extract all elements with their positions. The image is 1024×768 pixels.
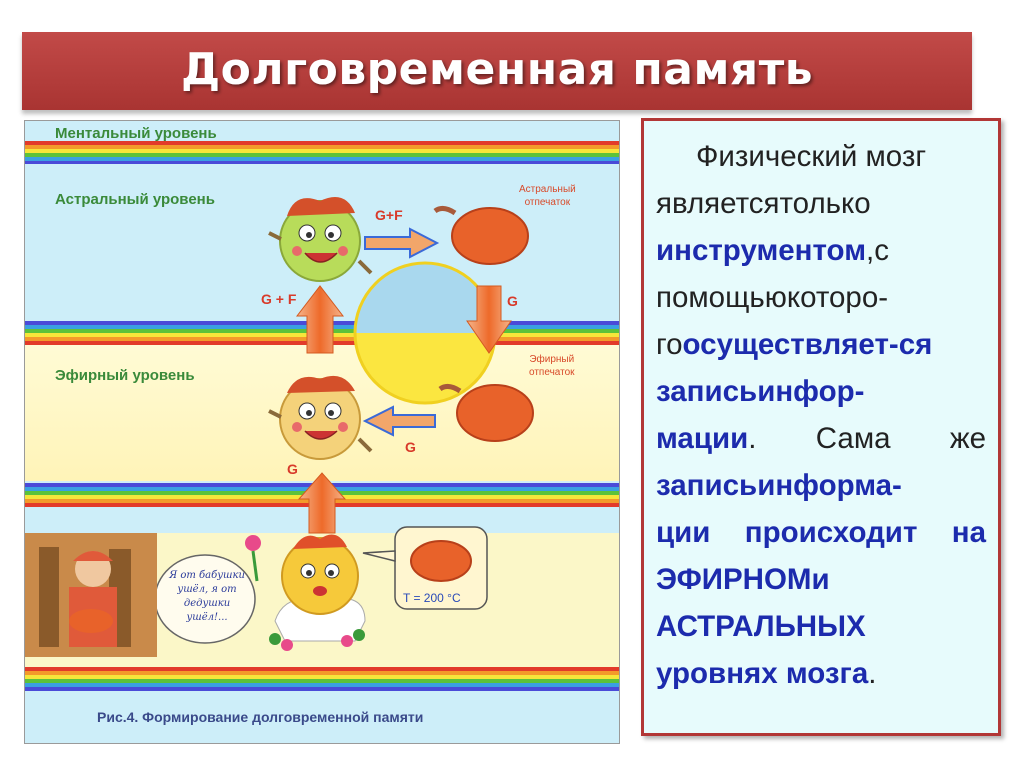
text-realizes: осуществляет-ся [682,328,933,361]
ether-imprint-line2: отпечаток [529,367,575,378]
text-p5a: го [656,328,683,361]
arrow-down-right [466,285,512,354]
text-panel: Физический мозг являетсятолько инструмен… [641,118,1001,736]
figure-drawing [25,121,619,743]
text-body: Физический мозг являетсятолько инструмен… [656,133,986,697]
grandmother-scene [25,533,157,657]
text-record: запись [656,375,758,408]
oven-bubble [362,526,488,610]
rainbow-band-mental [25,141,619,164]
text-line-12: уровнях мозга. [656,650,986,697]
label-ether-level: Эфирный уровень [55,367,195,384]
speech-line1: Я от бабушки [169,570,245,581]
label-g-left: G [287,461,298,477]
text-line-8: записьинформа- [656,462,986,509]
slide-title: Долговременная память [180,44,814,95]
ether-imprint-label: Эфирный отпечаток [529,353,575,379]
arrow-right-astral [364,227,440,259]
speech-line4: ушёл!... [186,612,228,623]
text-p3c: с [874,234,889,267]
astral-imprint-line2: отпечаток [524,197,571,208]
caption-zone [25,691,619,743]
memory-figure: Ментальный уровень Астральный уровень Эф… [24,120,620,744]
astral-imprint-label: Астральный отпечаток [519,183,576,209]
speech-text: Я от бабушки ушёл, я от дедушки ушёл!... [165,569,249,625]
text-line-9: ции происходит на [656,516,986,549]
text-p4b: которо- [786,281,889,314]
kolobok-physical [245,534,366,651]
label-astral-level: Астральный уровень [55,191,215,208]
text-period: . [868,657,877,690]
text-brain-levels: уровнях мозга [656,657,869,690]
arrow-up-bottom [297,472,347,534]
speech-line2: ушёл, я от [177,584,237,595]
label-g-middle: G [405,439,416,455]
ether-imprint-pie [438,383,534,442]
text-p2a: является [656,187,780,220]
text-mation: мации [656,422,749,455]
text-informa: информа- [757,469,902,502]
kolobok-ether [268,375,373,460]
title-bar: Долговременная память [22,32,972,110]
text-infor: инфор- [757,375,865,408]
text-line-6: записьинфор- [656,368,986,415]
text-line-5: гоосуществляет-ся [656,321,986,368]
text-p3b: , [866,234,875,267]
arrow-up-left [295,285,345,354]
text-line-1: Физический мозг [656,133,986,180]
text-line-3: инструментом,с [656,227,986,274]
arrow-left-ether [362,405,436,437]
text-instrument: инструментом [656,234,867,267]
text-p7b: . Сама же [748,422,986,455]
astral-imprint-pie [433,205,529,265]
label-g-right: G [507,293,518,309]
temperature-label: T = 200 °C [403,591,461,605]
text-record2: запись [656,469,758,502]
kolobok-astral [268,197,373,282]
text-line-2: являетсятолько [656,180,986,227]
rainbow-band-physical [25,667,619,691]
label-gf-left: G + F [261,291,297,307]
label-mental-level: Ментальный уровень [55,125,217,142]
text-line-10: ЭФИРНОМи [656,556,986,603]
text-p1: Физический мозг [696,140,927,173]
label-gf-top: G+F [375,207,403,223]
figure-caption: Рис.4. Формирование долговременной памят… [97,709,424,725]
transition-circle [353,261,497,405]
text-and: и [811,563,830,596]
text-etheric: ЭФИРНОМ [656,563,812,596]
speech-line3: дедушки [183,598,231,609]
text-line-4: помощьюкоторо- [656,274,986,321]
text-p2b: только [779,187,871,220]
text-p4a: помощью [656,281,787,314]
text-line-7: мации. Сама же [656,415,986,462]
ether-imprint-line1: Эфирный [529,354,575,365]
text-line-11: АСТРАЛЬНЫХ [656,610,866,643]
astral-imprint-line1: Астральный [519,184,576,195]
